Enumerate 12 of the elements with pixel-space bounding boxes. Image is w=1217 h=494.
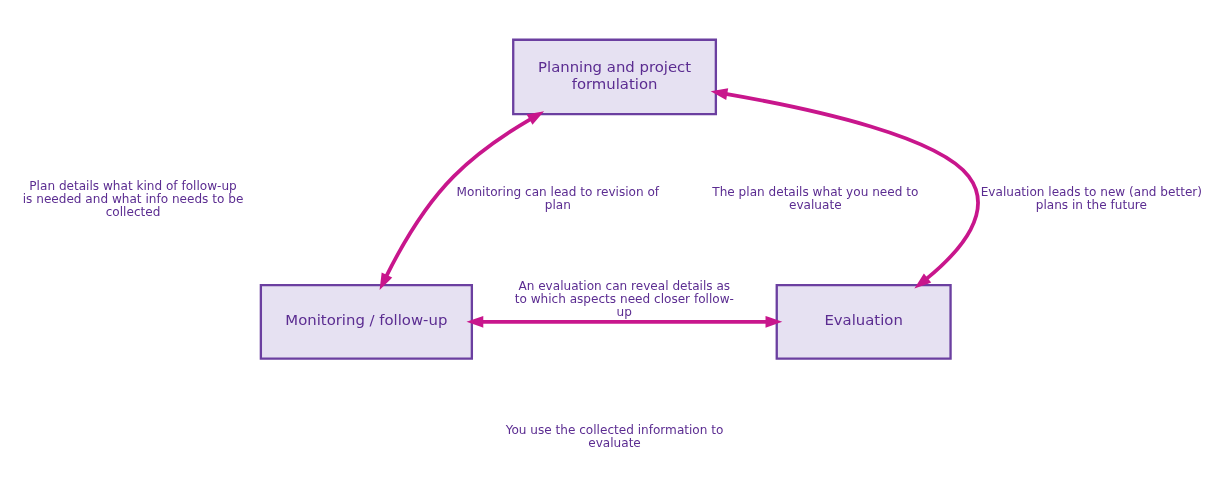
arrow [379, 111, 545, 291]
edge-label: Monitoring can lead to revision of plan [456, 185, 660, 213]
label: You use the collected information to evaluate [505, 423, 724, 451]
arrow [710, 88, 980, 289]
label: Plan details what kind of follow-up is needed and what info needs to be collected [22, 178, 244, 219]
arrow [466, 315, 783, 328]
label: The plan details what you need to evaluate [712, 185, 919, 213]
edge-label: Evaluation leads to new (and better) plans in the future [980, 185, 1203, 213]
node-box: Evaluation [775, 283, 952, 360]
node-box: Planning and project formulation [512, 38, 717, 116]
edge-label: An evaluation can reveal details as to which aspects need closer follow-up [514, 278, 734, 319]
node-box: Monitoring / follow-up [259, 283, 474, 360]
